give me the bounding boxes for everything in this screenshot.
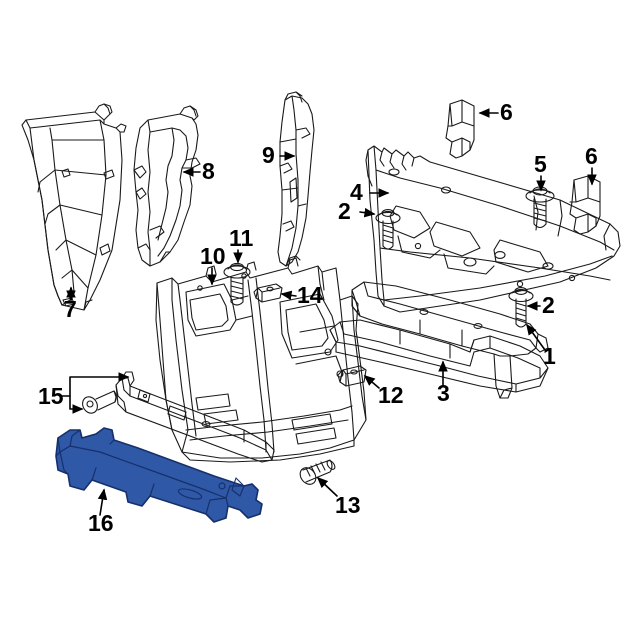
callout-label-10[interactable]: 10 xyxy=(200,243,226,269)
part-9-side-air-baffle xyxy=(277,91,315,267)
callout-label-7[interactable]: 7 xyxy=(64,296,77,322)
part-6-mount-cushion-upper xyxy=(445,99,475,159)
part-10-radiator-support-panel xyxy=(155,257,367,463)
part-8-air-deflector-bracket xyxy=(133,105,201,267)
part-7-air-deflector-left xyxy=(21,103,127,311)
callout-label-12[interactable]: 12 xyxy=(378,382,404,408)
leader-lines xyxy=(61,108,597,516)
callout-label-2-lower[interactable]: 2 xyxy=(542,292,555,318)
callout-label-9[interactable]: 9 xyxy=(262,142,275,168)
callout-label-1[interactable]: 1 xyxy=(543,343,556,369)
callout-label-14[interactable]: 14 xyxy=(297,282,323,308)
callout-label-5[interactable]: 5 xyxy=(534,151,547,177)
part-3-lower-crossmember xyxy=(329,319,549,393)
callout-label-13[interactable]: 13 xyxy=(335,492,361,518)
part-14-clip-nut xyxy=(253,283,283,303)
part-4-upper-crossmember xyxy=(365,145,621,313)
part-2-bolt-lower xyxy=(508,287,534,328)
part-6-mount-cushion-right xyxy=(569,175,601,235)
callout-label-6-upper[interactable]: 6 xyxy=(500,99,513,125)
part-16-air-deflector-lower-highlighted xyxy=(55,427,263,523)
callout-label-3[interactable]: 3 xyxy=(437,380,450,406)
callout-label-11[interactable]: 11 xyxy=(229,225,254,251)
part-2-bolt-upper xyxy=(375,209,401,250)
callout-label-6-right[interactable]: 6 xyxy=(585,143,598,169)
callout-label-8[interactable]: 8 xyxy=(202,158,215,184)
callout-label-4[interactable]: 4 xyxy=(350,179,363,205)
part-5-bolt-with-washer xyxy=(525,186,555,229)
callout-label-2-upper[interactable]: 2 xyxy=(338,198,351,224)
part-11-bolt-center xyxy=(223,262,251,306)
callout-label-16[interactable]: 16 xyxy=(88,510,114,536)
part-15-screw xyxy=(82,390,117,414)
part-1-right-side-rail xyxy=(351,281,549,399)
callout-label-15[interactable]: 15 xyxy=(38,383,64,409)
part-13-screw xyxy=(299,459,336,485)
